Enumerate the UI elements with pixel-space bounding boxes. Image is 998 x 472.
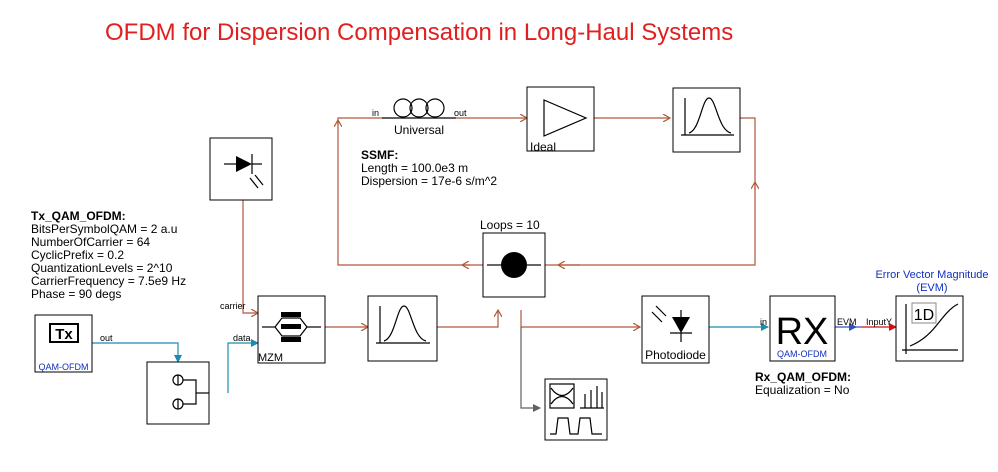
wire-tx-to-splitter[interactable] bbox=[92, 342, 182, 363]
wire-loop-to-analyzer[interactable] bbox=[520, 327, 541, 412]
loop-control-block[interactable] bbox=[482, 232, 546, 298]
photodiode-block[interactable]: Photodiode bbox=[641, 295, 710, 364]
rx-port-evm: EVM bbox=[837, 317, 857, 327]
optical-filter-block-1[interactable] bbox=[367, 295, 438, 362]
wires bbox=[92, 117, 897, 412]
laser-block[interactable] bbox=[209, 137, 273, 201]
wire-loop-to-photodiode[interactable] bbox=[520, 310, 640, 327]
svg-text:CarrierFrequency = 7.5e9 Hz: CarrierFrequency = 7.5e9 Hz bbox=[31, 274, 186, 288]
spectrum-analyzer-block[interactable] bbox=[544, 378, 608, 441]
fiber-label: Universal bbox=[394, 123, 444, 137]
wire-laser-to-mzm[interactable] bbox=[242, 200, 258, 313]
fiber-port-out: out bbox=[454, 108, 467, 118]
fiber-coil-icon bbox=[393, 98, 413, 118]
svg-text:Phase = 90 degs: Phase = 90 degs bbox=[31, 287, 121, 301]
fiber-port-in: in bbox=[372, 108, 379, 118]
loop-count-label: Loops = 10 bbox=[480, 218, 540, 232]
analyzer-eye-icon bbox=[549, 383, 575, 409]
amplifier-triangle-icon bbox=[543, 99, 588, 137]
svg-text:CyclicPrefix = 0.2: CyclicPrefix = 0.2 bbox=[31, 248, 124, 262]
page-title: OFDM for Dispersion Compensation in Long… bbox=[105, 19, 733, 46]
mzm-port-data: data bbox=[233, 333, 251, 343]
optical-filter-block-2[interactable] bbox=[672, 87, 741, 153]
wire-filter-to-loop[interactable] bbox=[437, 310, 498, 328]
wire-filter2-to-loop[interactable] bbox=[545, 117, 756, 266]
filter-response-icon bbox=[383, 305, 427, 342]
rx-qam-ofdm-block[interactable]: RX QAM-OFDM bbox=[769, 295, 836, 362]
laser-diode-icon bbox=[236, 156, 252, 172]
fiber-params: SSMF: Length = 100.0e3 m Dispersion = 17… bbox=[361, 148, 497, 188]
analyzer-waveform-icon bbox=[550, 417, 602, 435]
fiber-universal-block[interactable]: in out Universal bbox=[372, 98, 467, 137]
evm-glyph: 1D bbox=[914, 307, 934, 324]
mzm-electrode-top-icon bbox=[281, 312, 301, 317]
wire-loop-to-fiber[interactable] bbox=[337, 117, 483, 266]
mzm-electrode-mid-icon bbox=[281, 324, 301, 329]
tx-params: Tx_QAM_OFDM: BitsPerSymbolQAM = 2 a.u Nu… bbox=[31, 209, 186, 301]
svg-text:Dispersion = 17e-6 s/m^2: Dispersion = 17e-6 s/m^2 bbox=[361, 174, 497, 188]
electrical-splitter-block[interactable] bbox=[146, 361, 210, 425]
wire-splitter-to-mzm[interactable] bbox=[227, 339, 259, 393]
photodiode-icon bbox=[672, 317, 690, 333]
mzm-port-carrier: carrier bbox=[220, 301, 246, 311]
rx-label: QAM-OFDM bbox=[777, 349, 827, 359]
mzm-block[interactable]: MZM bbox=[257, 295, 326, 364]
svg-text:QuantizationLevels = 2^10: QuantizationLevels = 2^10 bbox=[31, 261, 173, 275]
tx-qam-ofdm-block[interactable]: Tx QAM-OFDM bbox=[34, 314, 93, 373]
mzm-electrode-bottom-icon bbox=[281, 337, 301, 342]
rx-params: Rx_QAM_OFDM: Equalization = No bbox=[755, 370, 851, 397]
svg-text:Equalization = No: Equalization = No bbox=[755, 383, 850, 397]
amplifier-ideal-block[interactable]: Ideal bbox=[526, 86, 595, 154]
loop-node-icon bbox=[501, 252, 527, 278]
svg-text:BitsPerSymbolQAM = 2 a.u: BitsPerSymbolQAM = 2 a.u bbox=[31, 222, 177, 236]
evm-port-input: InputY bbox=[866, 317, 892, 327]
svg-text:NumberOfCarrier = 64: NumberOfCarrier = 64 bbox=[31, 235, 150, 249]
tx-port-out: out bbox=[100, 333, 113, 343]
mzm-label: MZM bbox=[258, 352, 283, 364]
tx-label: QAM-OFDM bbox=[39, 362, 89, 372]
rx-port-in: in bbox=[760, 317, 767, 327]
tx-glyph: Tx bbox=[55, 326, 73, 343]
amplifier-label: Ideal bbox=[530, 140, 556, 154]
rx-glyph: RX bbox=[776, 311, 829, 353]
svg-text:Tx_QAM_OFDM:: Tx_QAM_OFDM: bbox=[31, 209, 126, 223]
svg-text:SSMF:: SSMF: bbox=[361, 148, 398, 162]
svg-text:Length = 100.0e3 m: Length = 100.0e3 m bbox=[361, 161, 468, 175]
evm-title-line1: Error Vector Magnitude bbox=[875, 269, 988, 281]
evm-title-line2: (EVM) bbox=[916, 282, 947, 294]
evm-visualizer-block[interactable]: 1D bbox=[895, 295, 964, 362]
filter-response-icon-2 bbox=[688, 97, 732, 134]
photodiode-label: Photodiode bbox=[645, 348, 706, 362]
evm-curve-icon bbox=[909, 303, 959, 347]
svg-text:Rx_QAM_OFDM:: Rx_QAM_OFDM: bbox=[755, 370, 851, 384]
